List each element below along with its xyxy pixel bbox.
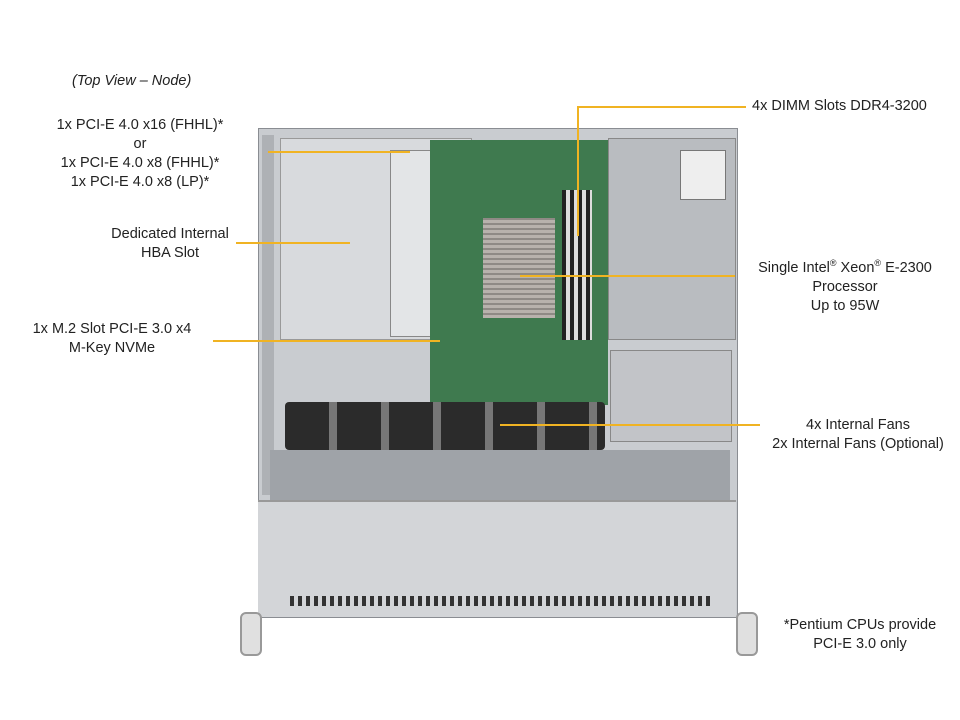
fans-callout-label: 4x Internal Fans 2x Internal Fans (Optio… [760, 416, 956, 454]
cpu-label-line: Up to 95W [810, 297, 880, 314]
m2-label-line: M-Key NVMe [68, 340, 156, 356]
right-rack-handle [736, 612, 758, 656]
cpu-callout-line [520, 275, 735, 277]
m2-callout-label: 1x M.2 Slot PCI-E 3.0 x4 M-Key NVMe [22, 320, 202, 358]
cpu-label-line: Processor [812, 278, 878, 295]
registered-mark: ® [829, 258, 837, 268]
fans-label-line: 2x Internal Fans (Optional) [772, 436, 944, 452]
psu-label [680, 150, 726, 200]
pcie-label-line: 1x PCI-E 4.0 x16 (FHHL)* [56, 117, 224, 133]
left-rack-handle [240, 612, 262, 656]
cpu-callout-label: Single Intel® Xeon® E-2300 Processor Up … [740, 254, 950, 316]
pcie-callout-line [268, 151, 410, 153]
cpu-brand: Single Intel [758, 259, 830, 276]
hba-callout-label: Dedicated Internal HBA Slot [100, 225, 240, 263]
pcie-label-line: or [133, 136, 147, 152]
registered-mark: ® [874, 258, 882, 268]
psu-lower [610, 350, 732, 442]
cpu-family: Xeon [836, 259, 875, 276]
dimm-callout-line-h [578, 106, 746, 108]
left-wall [262, 135, 274, 495]
pcie-label-line: 1x PCI-E 4.0 x8 (LP)* [70, 174, 210, 190]
m2-callout-line [213, 340, 440, 342]
pentium-footnote: *Pentium CPUs provide PCI-E 3.0 only [760, 616, 960, 654]
m2-label-line: 1x M.2 Slot PCI-E 3.0 x4 [32, 321, 192, 337]
dimm-callout-line-v [577, 106, 579, 236]
fans-callout-line [500, 424, 760, 426]
pcie-label-line: 1x PCI-E 4.0 x8 (FHHL)* [60, 155, 220, 171]
front-vents [290, 596, 710, 606]
hba-label-line: HBA Slot [140, 245, 200, 261]
cpu-heatsink [483, 218, 555, 318]
hba-label-line: Dedicated Internal [111, 226, 229, 242]
hba-callout-line [236, 242, 350, 244]
view-title: (Top View – Node) [72, 73, 192, 89]
cpu-model: E-2300 [881, 259, 932, 276]
fan-row [285, 402, 605, 450]
cable-area [270, 450, 730, 500]
footnote-line: PCI-E 3.0 only [813, 636, 907, 652]
dimm-callout-label: 4x DIMM Slots DDR4-3200 [752, 98, 927, 114]
pcie-callout-label: 1x PCI-E 4.0 x16 (FHHL)* or 1x PCI-E 4.0… [30, 116, 250, 192]
cpu-label-line: Single Intel® Xeon® E-2300 [740, 254, 950, 278]
footnote-line: *Pentium CPUs provide [783, 617, 937, 633]
fans-label-line: 4x Internal Fans [806, 417, 910, 433]
